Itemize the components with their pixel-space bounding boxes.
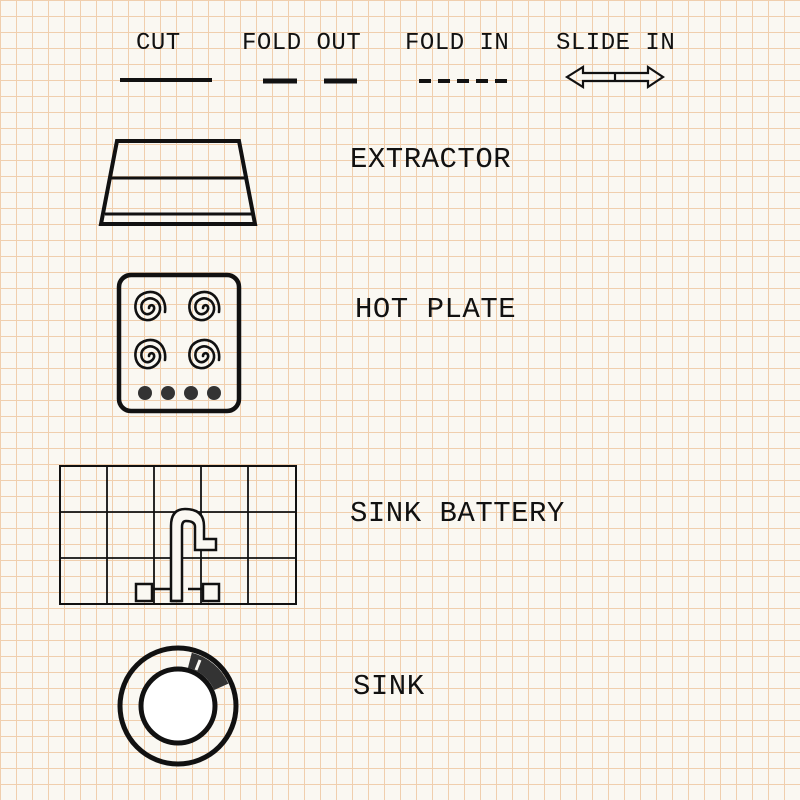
legend-fold-out-label: FOLD OUT xyxy=(242,30,362,57)
burner-icon xyxy=(188,338,221,370)
knob-icon xyxy=(184,386,198,400)
burner-icon xyxy=(134,290,167,322)
slide-in-arrow-icon xyxy=(564,64,665,90)
legend-slide-in-label: SLIDE IN xyxy=(556,30,676,57)
sink-label: SINK xyxy=(353,670,425,703)
knob-icon xyxy=(138,386,152,400)
knob-icon xyxy=(161,386,175,400)
legend-lines xyxy=(120,64,665,90)
legend-fold-in-label: FOLD IN xyxy=(405,30,510,57)
hot-plate-label: HOT PLATE xyxy=(355,293,517,326)
faucet-icon xyxy=(134,507,221,603)
sink-battery-icon xyxy=(59,465,297,605)
knob-icon xyxy=(207,386,221,400)
extractor-icon xyxy=(98,139,258,226)
legend-cut-label: CUT xyxy=(136,30,181,57)
sink-battery-label: SINK BATTERY xyxy=(350,497,565,530)
burner-icon xyxy=(134,338,167,370)
burner-icon xyxy=(188,290,221,322)
extractor-label: EXTRACTOR xyxy=(350,143,512,176)
sink-icon xyxy=(117,645,239,767)
hot-plate-icon xyxy=(116,272,242,414)
